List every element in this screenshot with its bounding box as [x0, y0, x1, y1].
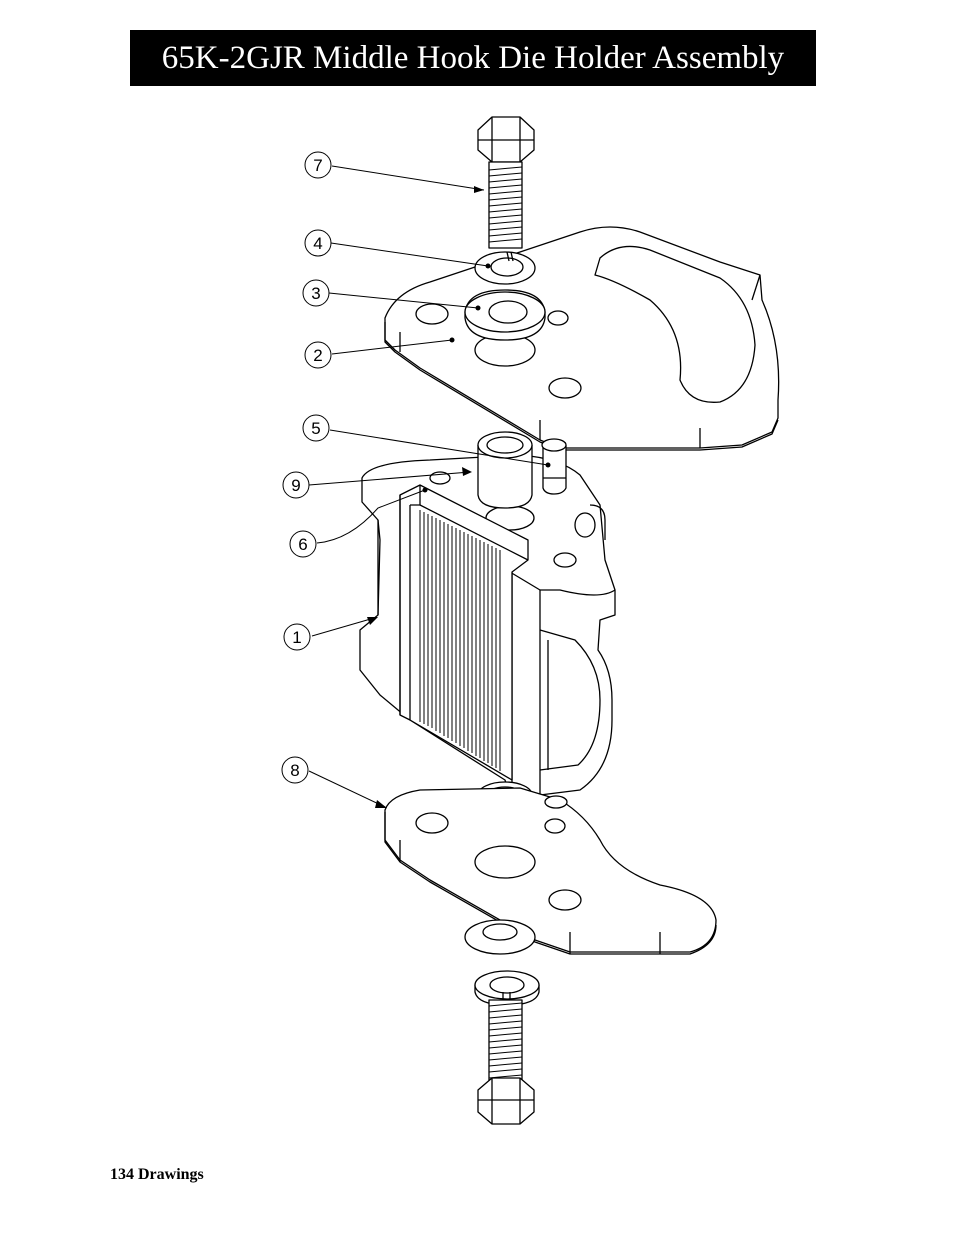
callout-8-label: 8 — [290, 761, 299, 780]
lock-washer-bottom — [474, 970, 540, 1006]
serrated-die — [399, 484, 529, 781]
lock-washer-top — [474, 251, 536, 285]
callout-3-label: 3 — [311, 284, 320, 303]
callout-2-label: 2 — [313, 346, 322, 365]
callout-8: 8 — [281, 756, 309, 784]
top-bolt — [477, 116, 535, 249]
flat-washer-bottom — [464, 919, 536, 955]
callout-3: 3 — [302, 279, 330, 307]
page-title-text: 65K-2GJR Middle Hook Die Holder Assembly — [161, 39, 785, 76]
callout-6: 6 — [289, 530, 317, 558]
dowel-pin — [541, 438, 567, 495]
callout-6-label: 6 — [298, 535, 307, 554]
page-number: 134 — [110, 1166, 134, 1183]
section-name: Drawings — [138, 1166, 204, 1183]
callout-4-label: 4 — [313, 234, 322, 253]
callout-9: 9 — [282, 471, 310, 499]
callout-2: 2 — [304, 341, 332, 369]
callout-1: 1 — [283, 623, 311, 651]
bushing-top — [477, 431, 533, 509]
callout-5: 5 — [302, 414, 330, 442]
bottom-plate — [384, 787, 717, 955]
bottom-bolt — [477, 999, 535, 1125]
callout-1-label: 1 — [292, 628, 301, 647]
callout-5-label: 5 — [311, 419, 320, 438]
callout-7-label: 7 — [313, 156, 322, 175]
callout-4: 4 — [304, 229, 332, 257]
callout-9-label: 9 — [291, 476, 300, 495]
top-plate — [384, 226, 780, 451]
flat-washer-top — [464, 289, 546, 341]
page-title: 65K-2GJR Middle Hook Die Holder Assembly — [130, 30, 816, 86]
callout-7: 7 — [304, 151, 332, 179]
page-footer: 134 Drawings — [110, 1166, 204, 1184]
